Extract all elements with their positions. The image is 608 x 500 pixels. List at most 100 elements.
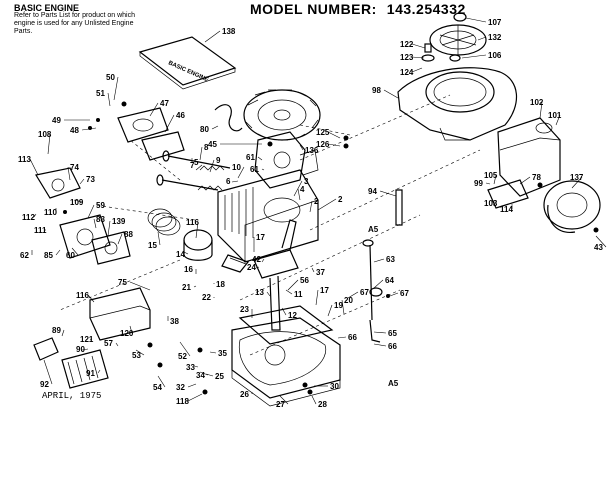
callout-49: 49 [52, 116, 61, 125]
callout-leader [205, 373, 214, 377]
recoil-starter-part [543, 180, 601, 233]
callout-leader [47, 133, 51, 155]
callout-67: 67 [360, 288, 369, 297]
callout-leader [79, 178, 85, 185]
owners-manual-part: BASIC ENGINE [138, 36, 237, 90]
callout-leader [389, 292, 399, 297]
callout-80: 80 [200, 125, 209, 134]
model-number-heading: MODEL NUMBER:143.254332 [250, 1, 466, 17]
callout-106: 106 [488, 51, 502, 60]
callout-leader [61, 329, 65, 337]
callout-leader [87, 294, 95, 303]
callout-leader [107, 92, 111, 107]
callout-24: 24 [247, 263, 256, 272]
callout-leader [347, 291, 359, 299]
callout-111: 111 [34, 226, 47, 235]
callout-48: 48 [70, 126, 79, 135]
callout-63: 63 [386, 255, 395, 264]
callout-leader [257, 156, 263, 161]
callout-37: 37 [316, 268, 325, 277]
callout-15: 15 [148, 241, 157, 250]
callout-2: 2 [314, 197, 319, 206]
callout-leader [157, 375, 166, 388]
primer-part [91, 231, 131, 265]
callout-leader [477, 36, 487, 41]
dipstick-tube-part [362, 239, 383, 343]
callout-leader [193, 285, 197, 288]
callout-91: 91 [86, 369, 95, 378]
callout-leader [539, 101, 543, 119]
callout-17: 17 [256, 233, 265, 242]
callout-leader [211, 125, 219, 130]
callout-leader [73, 199, 83, 203]
callout-89: 89 [52, 326, 61, 335]
callout-114: 114 [500, 205, 513, 214]
air-filter-part [89, 287, 151, 341]
callout-leader [179, 341, 191, 357]
callout-83: 83 [96, 215, 105, 224]
breather-assembly-part [117, 107, 169, 143]
callout-65: 65 [388, 329, 397, 338]
callout-62: 62 [20, 251, 29, 260]
callout-45: 45 [208, 140, 217, 149]
callout-leader [327, 143, 341, 147]
callout-leader [97, 369, 101, 374]
cylinder-block-part [217, 169, 319, 263]
callout-leader [129, 281, 151, 291]
callout-2: 2 [338, 195, 343, 204]
callout-leader [231, 180, 239, 183]
callout-60: 60 [66, 251, 75, 260]
callout-leader [261, 168, 265, 171]
callout-112: 112 [22, 213, 35, 222]
callout-116: 116 [186, 218, 199, 227]
fuel-filter-part [61, 349, 109, 389]
callout-leader [209, 159, 215, 173]
callout-116: 116 [76, 291, 89, 300]
callout-4: 4 [300, 185, 305, 194]
callout-57: 57 [104, 339, 113, 348]
callout-leader [29, 158, 39, 176]
fuel-line-part [214, 104, 243, 132]
callout-16: 16 [184, 265, 193, 274]
callout-leader [107, 220, 111, 237]
callout-leader [373, 343, 387, 347]
callout-leader [309, 200, 313, 213]
callout-118: 118 [176, 397, 189, 406]
callout-59: 59 [96, 201, 105, 210]
fastener-set [63, 101, 599, 395]
callout-leader [67, 166, 71, 181]
blower-housing-part [397, 67, 518, 141]
callout-12: 12 [288, 311, 297, 320]
model-number-label: MODEL NUMBER: [250, 1, 377, 17]
callout-94: 94 [368, 187, 377, 196]
callout-leader [193, 365, 199, 368]
callout-99: 99 [474, 179, 483, 188]
callout-123: 123 [400, 53, 414, 62]
diagram-title: BASIC ENGINE [14, 3, 80, 13]
callout-23: 23 [240, 305, 249, 314]
callout-42: 42 [252, 255, 261, 264]
callout-38: 38 [170, 317, 179, 326]
piston-part [183, 229, 213, 261]
callout-leader [93, 218, 97, 229]
callout-leader [164, 114, 175, 133]
callout-leader [373, 279, 384, 289]
callout-leader [327, 304, 333, 317]
callout-leader [187, 393, 203, 402]
callout-125: 125 [316, 128, 330, 137]
callout-6: 6 [226, 177, 231, 186]
rotating-screen-part [429, 24, 487, 56]
callout-leader [266, 291, 271, 297]
callout-leader [117, 233, 123, 245]
callout-138: 138 [222, 27, 236, 36]
callout-leader [195, 164, 203, 171]
callout-leader [311, 395, 317, 405]
callout-leader [485, 182, 491, 185]
callout-66: 66 [348, 333, 357, 342]
callout-121: 121 [80, 335, 94, 344]
callout-leader [287, 279, 299, 291]
callout-26: 26 [240, 390, 249, 399]
callout-leader [299, 144, 304, 151]
callout-leader [315, 289, 319, 306]
